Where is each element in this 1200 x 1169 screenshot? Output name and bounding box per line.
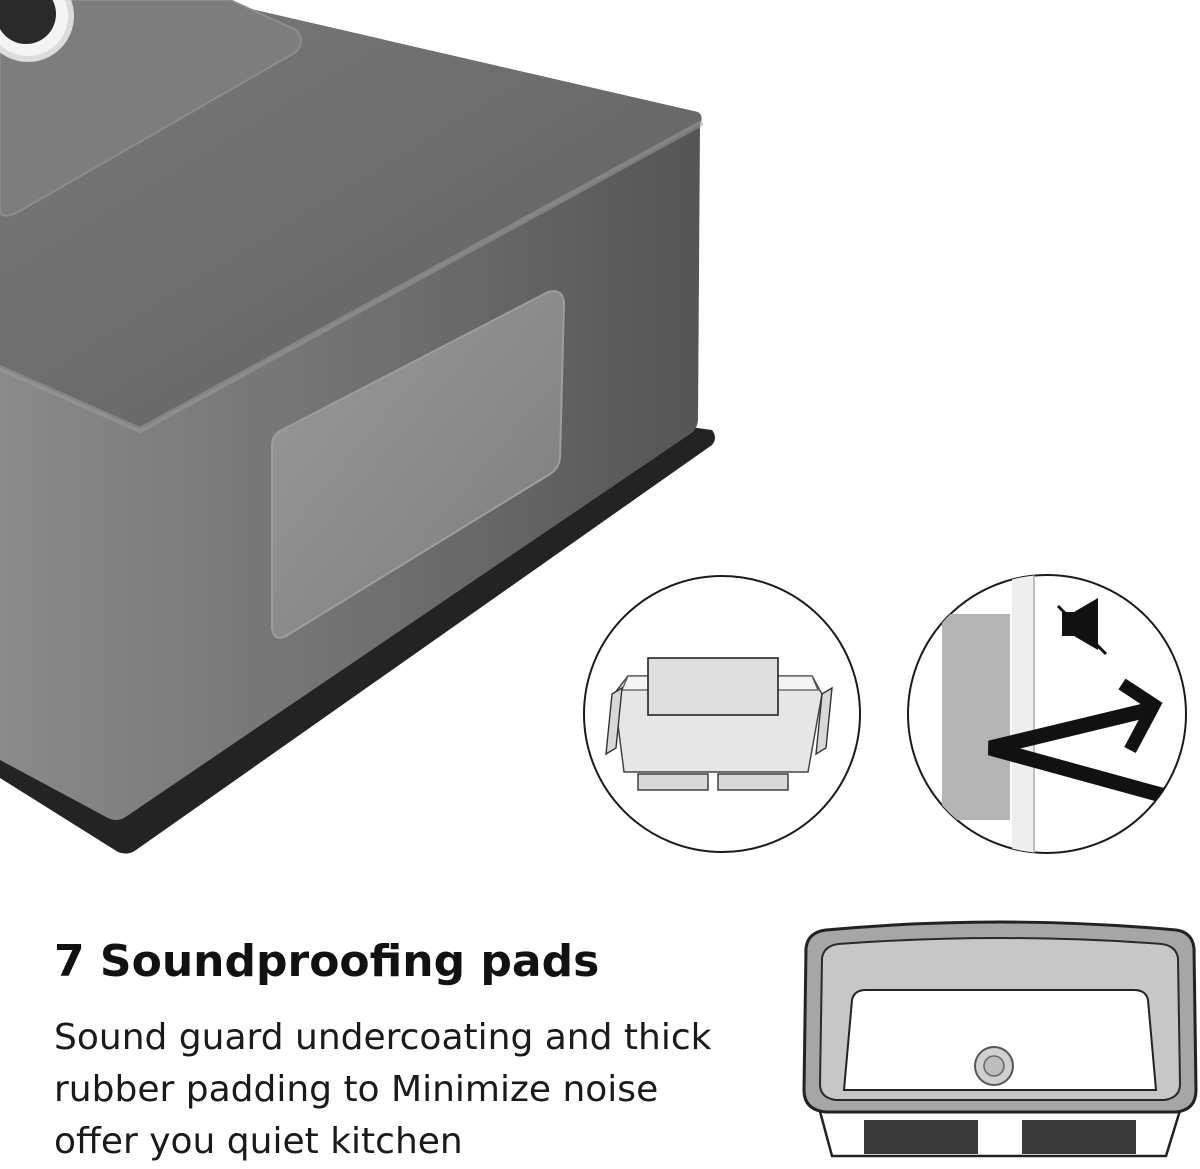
description-line: rubber padding to Minimize noise [54,1069,659,1110]
sink-top-view-icon [802,920,1198,1158]
description-line: offer you quiet kitchen [54,1121,463,1162]
soundproofing-pads-layout-icon [583,575,861,853]
feature-description: Sound guard undercoating and thick rubbe… [54,1012,774,1168]
drain-opening [0,0,74,62]
mute-speaker-icon [1056,598,1108,656]
description-line: Sound guard undercoating and thick [54,1017,712,1058]
top-soundproof-pad [0,0,302,217]
side-soundproof-pad [271,290,566,639]
page-title: 7 Soundproofing pads [54,936,600,987]
sound-reflection-arrow-icon [907,574,1187,854]
sink-underside [0,0,715,854]
